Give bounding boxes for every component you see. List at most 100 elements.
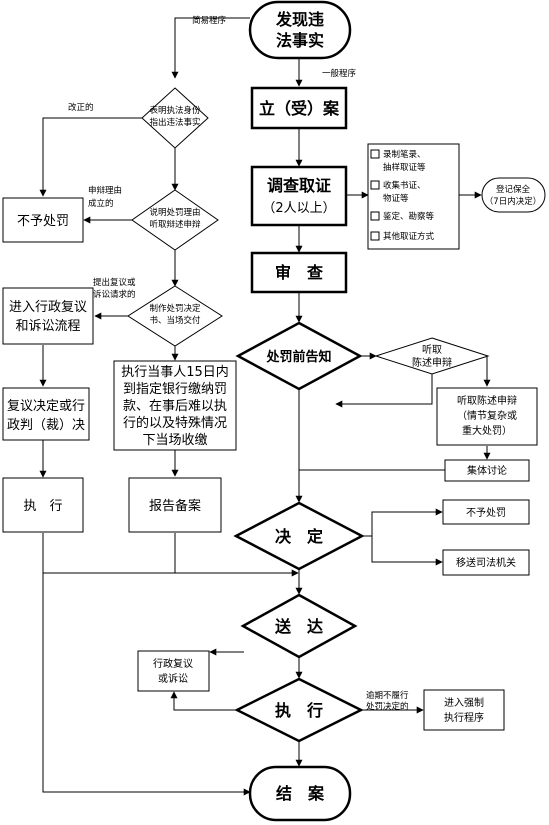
make-decision-line2: 书、当场交付	[149, 315, 201, 326]
pay-line-3: 款、在事后难以执	[123, 399, 227, 414]
evidence-item-2-line2: 物证等	[383, 193, 409, 204]
report-filing-box: 报告备案	[128, 477, 222, 533]
no-penalty-right-label: 不予处罚	[466, 507, 506, 519]
grounds-label-line1: 申辩理由	[88, 185, 122, 196]
enter-review-line1: 进入行政复议	[9, 300, 87, 315]
investigate-line2: （2人以上）	[262, 201, 335, 216]
review-label: 审 查	[275, 263, 323, 282]
connector-simple-procedure	[171, 17, 250, 79]
enforce-box: 进入强制 执行程序	[423, 689, 505, 731]
corrected-label: 改正的	[68, 102, 94, 113]
show-identity-line2: 指出违法事实	[149, 117, 200, 128]
review-decision-line1: 复议决定或行	[7, 399, 85, 414]
evidence-item-2-line1: 收集书证、	[383, 180, 426, 191]
investigate-box: 调查取证 （2人以上）	[250, 165, 348, 227]
review-decision-line2: 政判（裁）决	[7, 417, 85, 433]
evidence-checkbox-1	[370, 149, 380, 159]
notify-label: 处罚前告知	[265, 349, 331, 365]
investigate-line1: 调查取证	[267, 176, 331, 195]
appeal-note-line1: 提出复议或	[93, 277, 136, 288]
evidence-item-3-line1: 鉴定、勘察等	[383, 211, 435, 222]
decide-label: 决 定	[275, 527, 323, 546]
close-label: 结 案	[275, 784, 325, 803]
pay-line-4: 行的以及特殊情况	[123, 415, 227, 431]
admin-review-box: 行政复议 或诉讼	[137, 650, 210, 692]
start-terminal: 发现违 法事实	[248, 0, 352, 60]
show-identity-line1: 表明执法身份	[149, 105, 201, 116]
start-line2: 法事实	[276, 31, 324, 50]
execute-decision: 执 行	[234, 677, 364, 743]
transfer-box: 移送司法机关	[442, 549, 530, 576]
connector-hear-return	[335, 374, 433, 408]
transfer-label: 移送司法机关	[456, 556, 516, 569]
evidence-methods-box: 录制笔录、 抽样取证等 收集书证、 物证等 鉴定、勘察等 其他取证方式	[367, 143, 460, 250]
connector-corrected	[39, 117, 142, 197]
pay-line-2: 到指定银行缴纳罚	[123, 382, 227, 397]
hear-statement-decision: 听取 陈述申辩	[374, 337, 490, 375]
report-filing-label: 报告备案	[149, 498, 201, 514]
notify-decision: 处罚前告知	[235, 321, 363, 391]
evidence-checkbox-2	[370, 180, 380, 190]
connector-execute-adminreview	[170, 691, 237, 711]
enforce-line2: 执行程序	[444, 711, 484, 724]
execute-left-label: 执 行	[23, 499, 62, 514]
decision-show-identity: 表明执法身份 指出违法事实	[141, 87, 209, 149]
explain-reasons-line2: 听取辩述申辩	[149, 219, 201, 230]
decide-decision: 决 定	[233, 501, 365, 571]
execute-label: 执 行	[275, 701, 323, 720]
decision-make-decision: 制作处罚决定 书、当场交付	[127, 285, 223, 347]
explain-reasons-line1: 说明处罚理由	[149, 207, 200, 218]
hear-line1: 听取	[422, 344, 442, 356]
simple-procedure-label: 简易程序	[192, 15, 227, 26]
admin-review-line1: 行政复议	[153, 657, 193, 670]
review-decision-box: 复议决定或行 政判（裁）决	[2, 387, 90, 441]
connector-decide-nopenalty	[362, 508, 443, 537]
refuse-label-line2: 处罚决定的	[366, 701, 409, 712]
hearing-line3: 重大处罚）	[462, 424, 512, 437]
pay-fine-box: 执行当事人15日内 到指定银行缴纳罚 款、在事后难以执 行的以及特殊情况 下当场…	[113, 360, 237, 451]
connector-left-to-close	[42, 533, 251, 796]
start-line1: 发现违	[275, 10, 324, 29]
general-procedure-label: 一般程序	[322, 68, 357, 79]
no-penalty-right-box: 不予处罚	[442, 499, 530, 525]
grounds-label-line2: 成立的	[88, 198, 114, 209]
enter-review-line2: 和诉讼流程	[15, 319, 80, 334]
evidence-item-1-line2: 抽样取证等	[383, 162, 426, 173]
close-terminal: 结 案	[248, 765, 352, 822]
enforce-line1: 进入强制	[444, 696, 484, 709]
hearing-box: 听取陈述申辩 （情节复杂或 重大处罚）	[436, 387, 538, 446]
preserve-line2: （7日内决定）	[485, 196, 541, 207]
deliver-label: 送 达	[274, 617, 323, 636]
make-decision-line1: 制作处罚决定	[149, 303, 201, 314]
collective-label: 集体讨论	[467, 464, 507, 477]
no-penalty-left-box: 不予处罚	[2, 197, 84, 243]
preserve-line1: 登记保全	[496, 184, 531, 195]
admin-review-line2: 或诉讼	[158, 672, 188, 685]
review-box: 审 查	[250, 251, 348, 294]
execute-left-box: 执 行	[2, 477, 84, 533]
no-penalty-left-label: 不予处罚	[17, 214, 69, 229]
enter-review-box: 进入行政复议 和诉讼流程	[2, 287, 94, 345]
connector-labels: 简易程序 一般程序 改正的 申辩理由 成立的 提出复议或 诉讼请求的 逾期不履行…	[68, 15, 409, 712]
hear-line2: 陈述申辩	[412, 356, 452, 369]
appeal-note-line2: 诉讼请求的	[93, 289, 136, 300]
refuse-label-line1: 逾期不履行	[366, 690, 409, 701]
hearing-line1: 听取陈述申辩	[457, 394, 517, 407]
register-label: 立（受）案	[259, 99, 340, 118]
deliver-decision: 送 达	[240, 593, 358, 659]
preserve-terminal: 登记保全 （7日内决定）	[481, 177, 546, 213]
evidence-checkbox-3	[370, 211, 380, 221]
evidence-checkbox-4	[370, 231, 380, 241]
pay-line-1: 执行当事人15日内	[121, 364, 229, 380]
pay-line-5: 下当场收缴	[142, 433, 207, 448]
connectors	[39, 17, 491, 796]
register-box: 立（受）案	[250, 86, 348, 130]
evidence-item-1-line1: 录制笔录、	[383, 149, 426, 160]
connector-decide-transfer	[371, 536, 443, 566]
collective-discussion-box: 集体讨论	[444, 459, 530, 482]
hearing-line2: （情节复杂或	[457, 409, 517, 422]
evidence-item-4-line1: 其他取证方式	[383, 231, 435, 242]
connector-report-decide	[43, 533, 176, 574]
decision-explain-reasons: 说明处罚理由 听取辩述申辩	[131, 189, 219, 251]
